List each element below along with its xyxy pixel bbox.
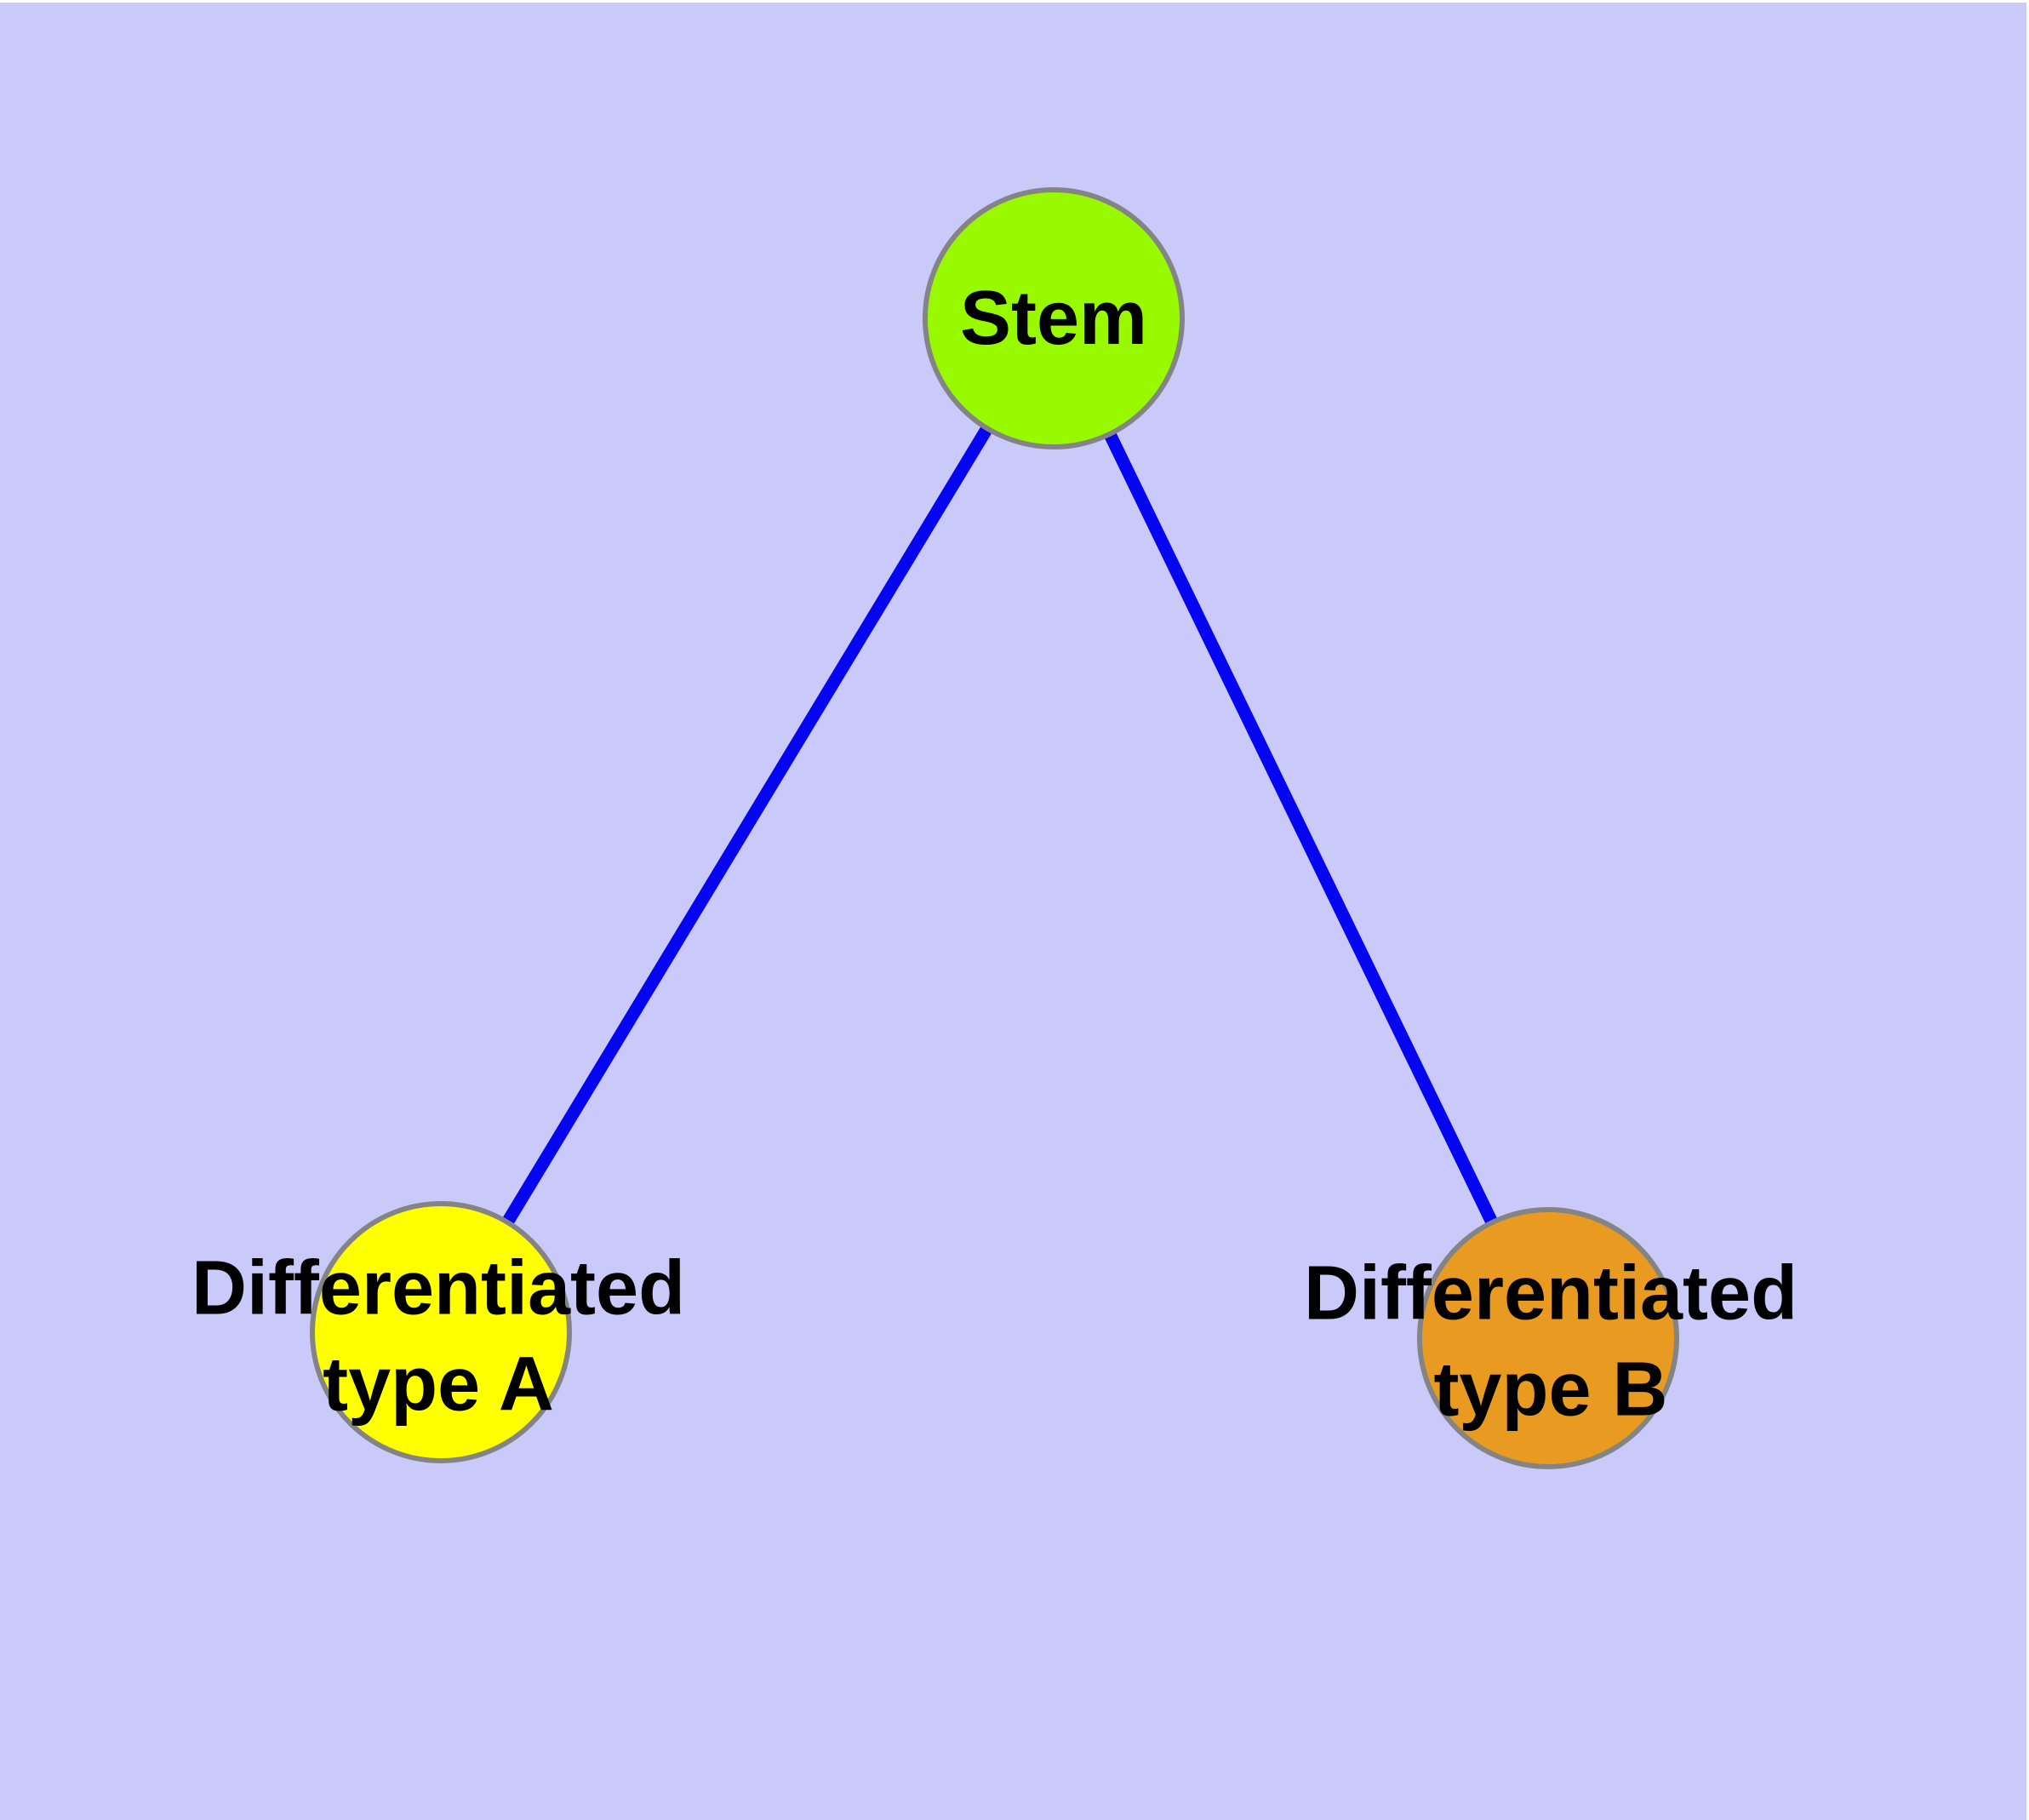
edge-stem-to-type-b[interactable] bbox=[1048, 315, 1554, 1342]
edge-stem-to-type-a[interactable] bbox=[435, 315, 1060, 1336]
node-differentiated-type-b[interactable] bbox=[1417, 1207, 1679, 1469]
node-stem[interactable] bbox=[923, 187, 1185, 449]
node-differentiated-type-a[interactable] bbox=[310, 1201, 572, 1463]
